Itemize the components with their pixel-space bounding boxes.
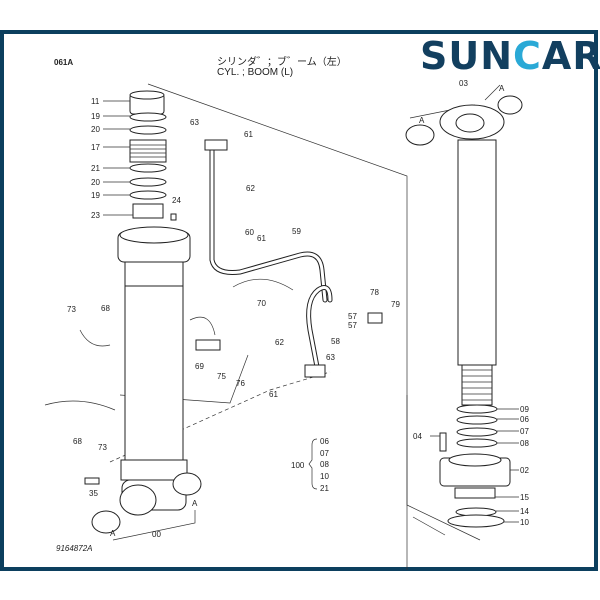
part-callout-label: 73: [67, 305, 76, 314]
part-callout-label: 07: [320, 449, 329, 458]
part-callout-label: 10: [320, 472, 329, 481]
leader-lines: [103, 100, 519, 523]
part-callout-label: 68: [73, 437, 82, 446]
part-callout-label: 07: [520, 427, 529, 436]
part-callout-label: 68: [101, 304, 110, 313]
callout-labels: 11 19 20 17 21 20 19 23 24 63 61 62 60 6…: [67, 79, 529, 539]
part-callout-label: A: [110, 529, 116, 538]
cylinder-tube: [84, 226, 202, 534]
part-callout-label: 06: [520, 415, 529, 424]
part-callout-label: 79: [391, 300, 400, 309]
part-callout-label: 21: [91, 164, 100, 173]
piston-parts: [129, 90, 177, 221]
part-callout-label: 10: [520, 518, 529, 527]
part-callout-label: 20: [91, 125, 100, 134]
part-callout-label: 21: [320, 484, 329, 493]
part-callout-label: 61: [269, 390, 278, 399]
guide-line: [484, 84, 501, 101]
part-callout-label: 78: [370, 288, 379, 297]
part-callout-label: 02: [520, 466, 529, 475]
part-callout-label: 73: [98, 443, 107, 452]
kit-100-bracket: 100 06 07 08 10 21: [291, 437, 329, 493]
part-callout-label: 03: [459, 79, 468, 88]
part-callout-label: 00: [152, 530, 161, 539]
part-callout-label: A: [419, 116, 425, 125]
part-callout-label: 19: [91, 112, 100, 121]
suncar-logo: SUNCAR: [420, 34, 600, 78]
piston-rod: [405, 95, 523, 528]
part-callout-label: 09: [520, 405, 529, 414]
part-callout-label: 20: [91, 178, 100, 187]
part-callout-label: 61: [244, 130, 253, 139]
part-callout-label: 08: [520, 439, 529, 448]
guide-line: [112, 510, 196, 541]
part-callout-label: 63: [190, 118, 199, 127]
part-callout-label: 24: [172, 196, 181, 205]
part-callout-label: 69: [195, 362, 204, 371]
part-callout-label: 08: [320, 460, 329, 469]
part-callout-label: 76: [236, 379, 245, 388]
guide-line: [412, 516, 446, 536]
part-callout-label: 63: [326, 353, 335, 362]
title-japanese: シリンダ゛；ブ゛ーム（左）: [217, 57, 347, 68]
drawing-number: 9164872A: [56, 544, 93, 553]
part-callout-label: 15: [520, 493, 529, 502]
part-callout-label: 19: [91, 191, 100, 200]
part-callout-label: A: [499, 84, 505, 93]
part-callout-label: 75: [217, 372, 226, 381]
part-callout-label: 58: [331, 337, 340, 346]
part-callout-label: 35: [89, 489, 98, 498]
part-callout-label: 04: [413, 432, 422, 441]
part-callout-label: 57: [348, 321, 357, 330]
part-callout-label: 06: [320, 437, 329, 446]
guide-line: [406, 395, 481, 541]
guide-line: [147, 83, 408, 570]
part-callout-label: 11: [91, 97, 100, 106]
part-callout-label: 14: [520, 507, 529, 516]
part-callout-label: 100: [291, 461, 305, 470]
part-callout-label: 23: [91, 211, 100, 220]
part-callout-label: 57: [348, 312, 357, 321]
part-callout-label: 61: [257, 234, 266, 243]
part-callout-label: A: [192, 499, 198, 508]
part-callout-label: 59: [292, 227, 301, 236]
part-callout-label: 17: [91, 143, 100, 152]
part-callout-label: 70: [257, 299, 266, 308]
pipes: [44, 139, 383, 411]
title-english: CYL. ; BOOM (L): [217, 67, 294, 78]
part-callout-label: 62: [275, 338, 284, 347]
diagram-code: 061A: [54, 58, 74, 67]
part-callout-label: 60: [245, 228, 254, 237]
part-callout-label: 62: [246, 184, 255, 193]
